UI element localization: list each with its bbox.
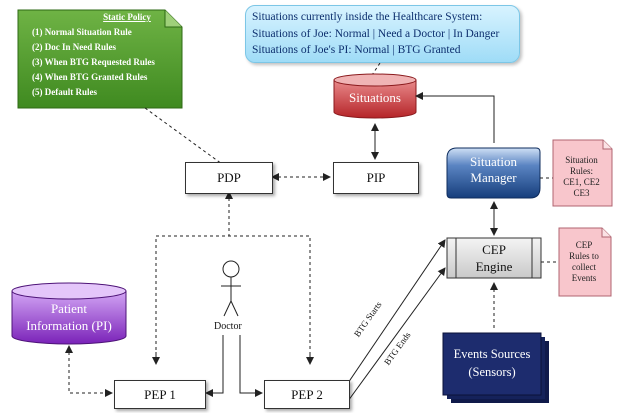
- cep-engine-label[interactable]: CEP Engine: [456, 241, 532, 275]
- policy-rule: (5) Default Rules: [32, 87, 97, 97]
- pep2-box[interactable]: PEP 2: [264, 380, 350, 409]
- events-sources-stack: [442, 332, 549, 403]
- policy-rule: (4) When BTG Granted Rules: [32, 72, 148, 82]
- doctor-figure: [221, 260, 241, 317]
- events-sources-label-line1: Events Sources: [453, 347, 531, 361]
- note-line: Situation: [565, 155, 598, 165]
- pip-box[interactable]: PIP: [333, 162, 419, 194]
- patient-info-cylinder: [11, 282, 127, 345]
- cep-rules-note-shape: [558, 227, 612, 297]
- patient-info-label-line2: Information (PI): [26, 318, 112, 333]
- situation-manager-label-line1: Situation: [470, 154, 517, 169]
- situations-label: Situations: [348, 90, 401, 105]
- note-line: CEP: [575, 240, 593, 250]
- cep-rules-note: CEP Rules to collect Events: [559, 240, 609, 284]
- note-line: CE1, CE2: [563, 177, 600, 187]
- cep-engine-label-line1: CEP: [482, 242, 506, 257]
- situation-manager-label[interactable]: Situation Manager: [447, 154, 540, 186]
- situation-rules-note: Situation Rules: CE1, CE2 CE3: [553, 155, 610, 199]
- situation-manager-label-line2: Manager: [470, 170, 517, 185]
- policy-rule: (1) Normal Situation Rule: [32, 27, 132, 37]
- note-line: Rules to: [569, 251, 599, 261]
- callout-line: Situations of Joe's PI: Normal | BTG Gra…: [252, 44, 461, 56]
- static-policy-title: Static Policy: [103, 12, 151, 22]
- situation-rules-note-shape: [552, 139, 613, 207]
- cep-engine-shape: [446, 237, 542, 279]
- static-policy-content: Static Policy (1) Normal Situation Rule …: [32, 10, 192, 100]
- note-line: Events: [571, 273, 597, 283]
- situation-manager-shape: [446, 147, 541, 199]
- note-line: Rules:: [569, 166, 593, 176]
- events-sources-label-line2: (Sensors): [468, 365, 516, 379]
- note-line: CE3: [573, 188, 590, 198]
- pep1-box[interactable]: PEP 1: [114, 380, 206, 409]
- patient-info-label[interactable]: Patient Information (PI): [12, 300, 126, 334]
- events-sources-label[interactable]: Events Sources (Sensors): [443, 345, 541, 381]
- patient-info-label-line1: Patient: [50, 301, 88, 316]
- note-line: collect: [572, 262, 596, 272]
- callout-line: Situations of Joe: Normal | Need a Docto…: [252, 27, 500, 40]
- pdp-box[interactable]: PDP: [185, 162, 273, 194]
- policy-rule: (3) When BTG Requested Rules: [32, 57, 155, 67]
- situations-cylinder: [333, 73, 417, 119]
- doctor-label: Doctor: [213, 321, 243, 332]
- situations-callout: Situations currently inside the Healthca…: [245, 5, 520, 63]
- static-policy-note-shape: [17, 9, 183, 109]
- callout-line: Situations currently inside the Healthca…: [252, 11, 483, 23]
- policy-rule: (2) Doc In Need Rules: [32, 42, 116, 52]
- cep-engine-label-line2: Engine: [475, 259, 513, 274]
